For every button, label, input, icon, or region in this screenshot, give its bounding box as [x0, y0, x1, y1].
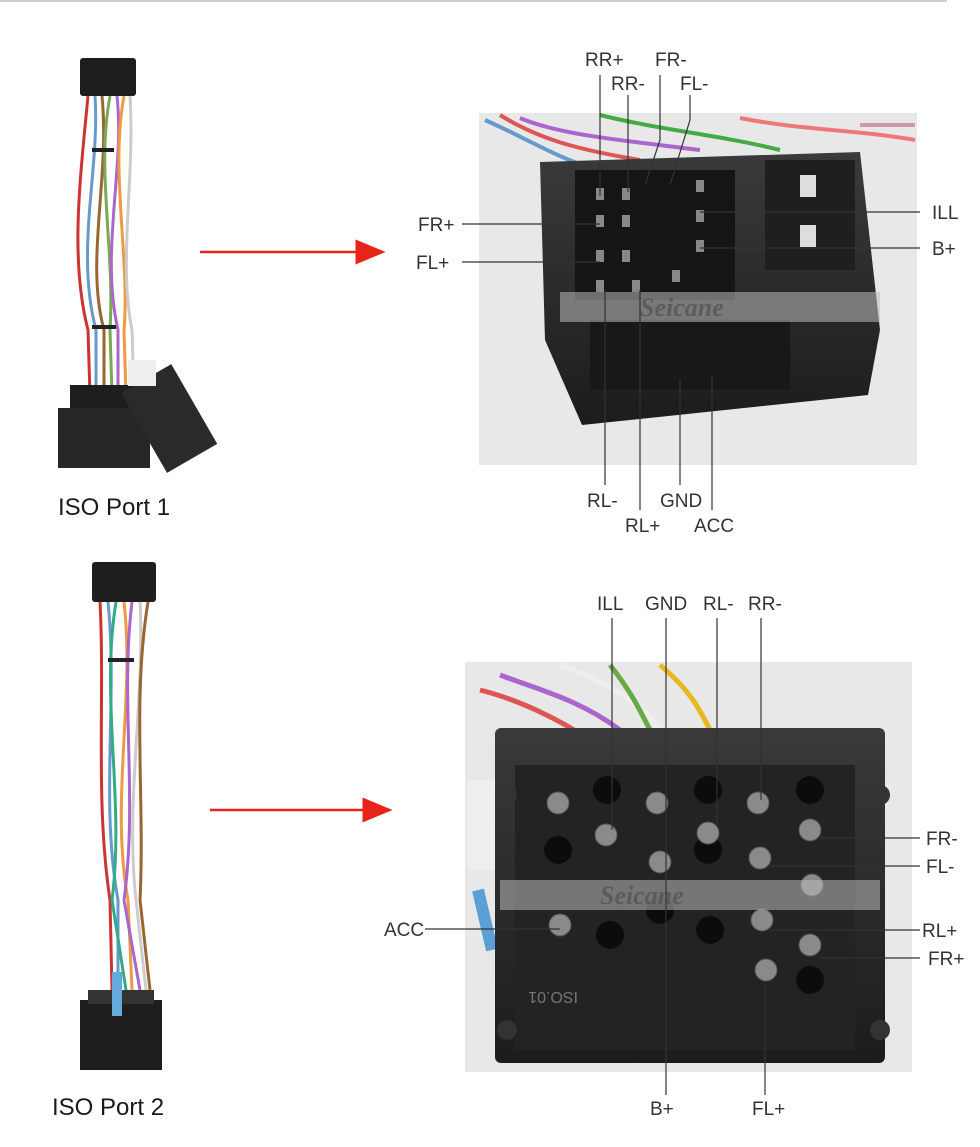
pin-label-ill-2: ILL: [597, 594, 623, 615]
watermark-2: Seicane: [600, 881, 684, 910]
top-divider: [0, 0, 947, 2]
pin-label-fl-plus-2: FL+: [752, 1099, 785, 1120]
connector-1-photo: Seicane: [479, 113, 917, 465]
pin-label-rl-minus-1: RL-: [587, 491, 618, 512]
pin-label-fr-minus-1: FR-: [655, 50, 687, 71]
harness-1-image: [58, 58, 218, 473]
pin-label-rl-plus-1: RL+: [625, 516, 660, 537]
leader-lines-1: [462, 75, 920, 510]
port-2-caption: ISO Port 2: [52, 1094, 165, 1121]
pin-label-acc-1: ACC: [694, 516, 734, 537]
port-1-caption: ISO Port 1: [58, 494, 171, 521]
pin-label-gnd-2: GND: [645, 594, 687, 615]
pin-label-acc-2: ACC: [384, 920, 424, 941]
pin-label-rl-minus-2: RL-: [703, 594, 734, 615]
watermark-1: Seicane: [640, 293, 724, 322]
connector-2-photo: Seicane ISO.01: [465, 662, 912, 1072]
pin-label-fl-plus-1: FL+: [416, 253, 449, 274]
pin-label-ill-1: ILL: [932, 203, 958, 224]
connector-marking-iso01: ISO.01: [528, 988, 578, 1005]
pin-label-gnd-1: GND: [660, 491, 702, 512]
pin-label-fl-minus-1: FL-: [680, 74, 709, 95]
pin-label-fr-plus-1: FR+: [418, 215, 454, 236]
pin-label-rr-minus-1: RR-: [611, 74, 645, 95]
pin-label-fr-minus-2: FR-: [926, 829, 958, 850]
harness-2-image: [80, 562, 162, 1070]
pin-label-fr-plus-2: FR+: [928, 949, 964, 970]
pin-label-b-plus-1: B+: [932, 239, 956, 260]
pin-label-b-plus-2: B+: [650, 1099, 674, 1120]
leader-lines-2: [425, 618, 920, 1095]
pin-labels-1: RR+ FR- RR- FL- FR+ FL+ ILL B+ RL- GND R…: [416, 50, 958, 537]
pin-labels-2: ILL GND RL- RR- FR- FL- ACC RL+ FR+ B+ F…: [384, 594, 964, 1120]
pin-label-fl-minus-2: FL-: [926, 857, 955, 878]
pin-label-rl-plus-2: RL+: [922, 921, 957, 942]
pin-label-rr-plus-1: RR+: [585, 50, 624, 71]
pin-label-rr-minus-2: RR-: [748, 594, 782, 615]
